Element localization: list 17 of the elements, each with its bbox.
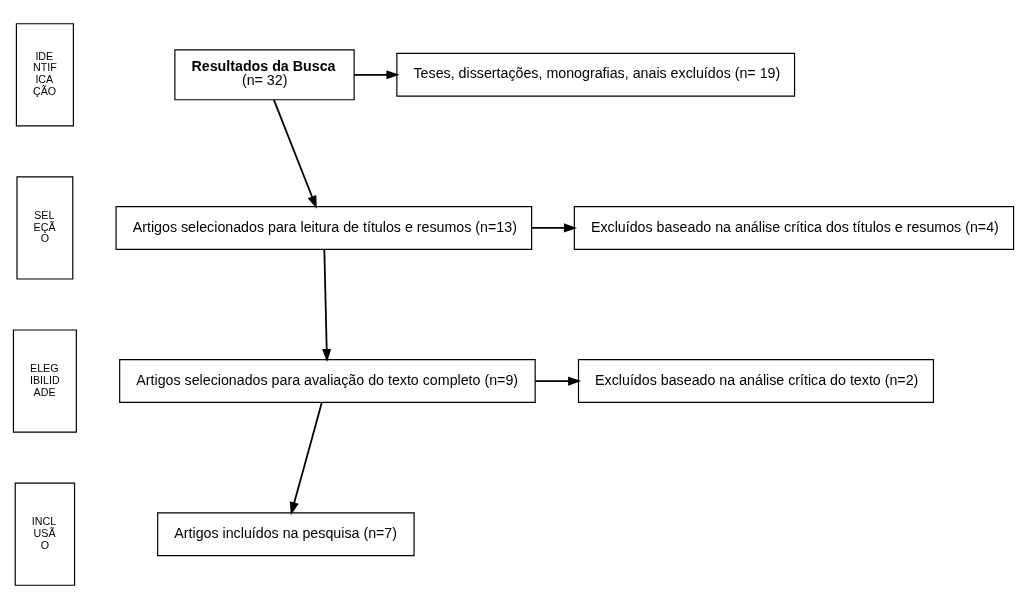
arrow: [530, 223, 577, 233]
node-box: Artigos selecionados para avaliação do texto completo (n=9): [119, 359, 536, 404]
node-box: IDE NTIF ICA ÇÃO: [15, 23, 74, 127]
arrow: [534, 376, 582, 386]
node-box: Excluídos baseado na análise crítica dos títulos e resumos (n=4): [573, 205, 1015, 250]
arrow: [273, 99, 317, 209]
arrow: [353, 70, 400, 80]
node-box: INCL USÃ O: [14, 482, 76, 586]
node-box: Artigos incluídos na pesquisa (n=7): [157, 512, 415, 557]
node-box: Resultados da Busca (n= 32): [174, 49, 355, 101]
node-box: SEL EÇÃ O: [16, 176, 74, 280]
node-box: Artigos selecionados para leitura de títulos e resumos (n=13): [115, 205, 533, 250]
node-box: Teses, dissertações, monografias, anais excluídos (n= 19): [396, 52, 796, 97]
arrow: [289, 401, 323, 516]
node-box: ELEG IBILID ADE: [12, 329, 77, 433]
node-box: Excluídos baseado na análise crítica do texto (n=2): [577, 359, 935, 404]
arrow: [322, 248, 332, 363]
